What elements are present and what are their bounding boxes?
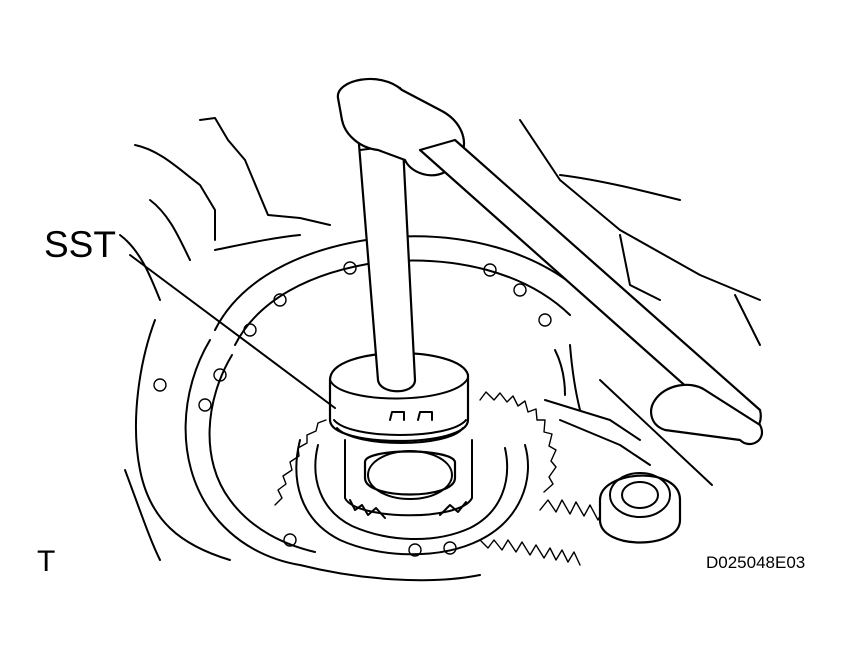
bolt-holes [153, 261, 552, 557]
view-marker-label: T [37, 545, 56, 578]
sst-label: SST [44, 224, 116, 265]
figure-code-label: D025048E03 [706, 553, 806, 572]
inner-bore [295, 439, 529, 556]
handle-bar [336, 77, 763, 486]
ring-gear [274, 391, 613, 566]
sst-tool [328, 352, 473, 519]
sst-leader-line [129, 254, 336, 409]
transmission-case [119, 117, 761, 561]
bushing [598, 472, 682, 544]
